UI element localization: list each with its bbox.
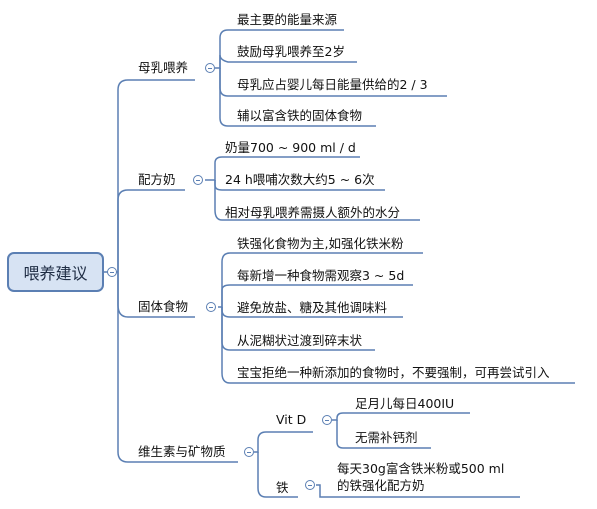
iron-point-line-2: 的铁强化配方奶 xyxy=(337,478,425,493)
collapse-solid-food-icon[interactable] xyxy=(206,302,216,312)
vitamin-d-point-1[interactable]: 足月儿每日400IU xyxy=(355,396,455,411)
formula-point-1[interactable]: 奶量700 ~ 900 ml / d xyxy=(225,140,356,155)
solid-food-point-1[interactable]: 铁强化食物为主,如强化铁米粉 xyxy=(237,236,404,251)
breastfeeding-point-3[interactable]: 母乳应占婴儿每日能量供给的2 / 3 xyxy=(237,77,428,92)
collapse-vitamins-minerals-icon[interactable] xyxy=(244,447,254,457)
group-vitamin-d[interactable]: Vit D xyxy=(276,412,307,427)
breastfeeding-point-1[interactable]: 最主要的能量来源 xyxy=(237,12,338,27)
breastfeeding-point-2[interactable]: 鼓励母乳喂养至2岁 xyxy=(237,44,345,59)
solid-food-point-2[interactable]: 每新增一种食物需观察3 ~ 5d xyxy=(237,268,405,283)
root-collapse-icon[interactable] xyxy=(107,267,117,277)
collapse-formula-icon[interactable] xyxy=(193,175,203,185)
root-topic-label: 喂养建议 xyxy=(23,264,88,283)
vitamin-d-point-2[interactable]: 无需补钙剂 xyxy=(355,430,418,445)
collapse-breastfeeding-icon[interactable] xyxy=(205,63,215,73)
solid-food-point-4[interactable]: 从泥糊状过渡到碎末状 xyxy=(237,333,363,348)
formula-point-3[interactable]: 相对母乳喂养需摄人额外的水分 xyxy=(225,205,401,220)
collapse-iron-icon[interactable] xyxy=(305,480,315,490)
group-iron[interactable]: 铁 xyxy=(276,480,289,495)
branch-breastfeeding[interactable]: 母乳喂养 xyxy=(138,60,189,75)
branch-formula[interactable]: 配方奶 xyxy=(138,172,176,187)
iron-point-line-1: 每天30g富含铁米粉或500 ml xyxy=(337,461,505,476)
branch-solid-food[interactable]: 固体食物 xyxy=(138,299,189,314)
solid-food-point-5[interactable]: 宝宝拒绝一种新添加的食物时，不要强制，可再尝试引入 xyxy=(237,365,550,380)
solid-food-point-3[interactable]: 避免放盐、糖及其他调味料 xyxy=(237,300,388,315)
breastfeeding-point-4[interactable]: 辅以富含铁的固体食物 xyxy=(237,108,363,123)
collapse-vitamin-d-icon[interactable] xyxy=(322,415,332,425)
iron-point[interactable]: 每天30g富含铁米粉或500 ml 的铁强化配方奶 xyxy=(337,460,522,494)
branch-vitamins-minerals[interactable]: 维生素与矿物质 xyxy=(138,444,226,459)
root-topic[interactable]: 喂养建议 xyxy=(7,252,104,292)
formula-point-2[interactable]: 24 h喂哺次数大约5 ~ 6次 xyxy=(225,172,375,187)
